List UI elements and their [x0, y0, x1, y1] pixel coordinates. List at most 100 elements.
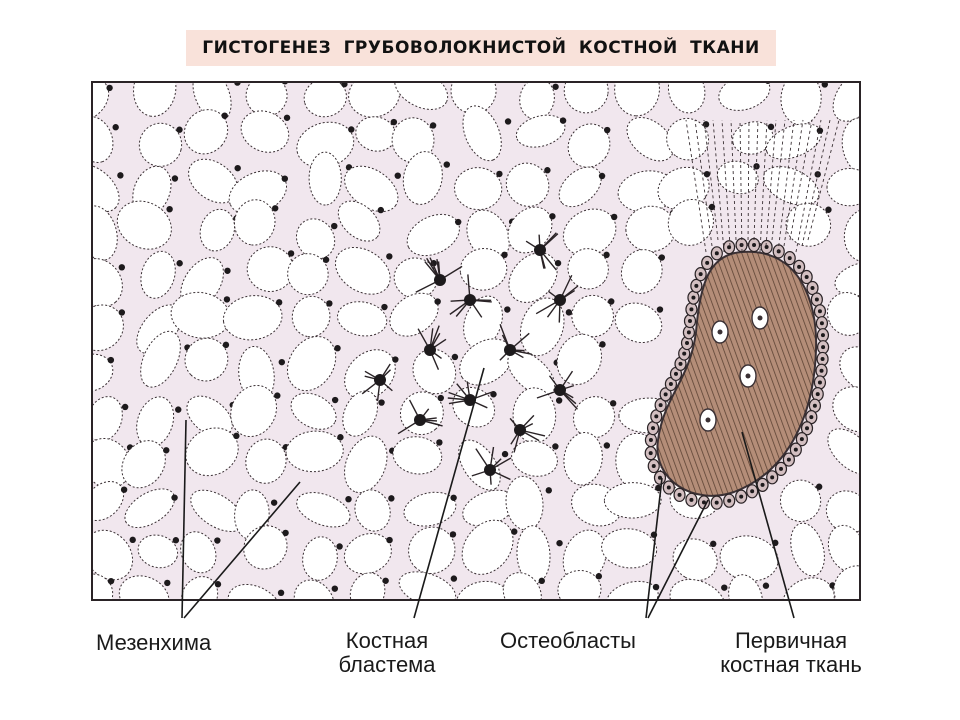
osteoblast-nucleus: [770, 475, 775, 480]
mesenchyme-cell: [291, 295, 331, 338]
mesenchyme-cell: [140, 250, 176, 299]
cell-nucleus: [331, 222, 338, 230]
osteoblast-nucleus: [686, 330, 691, 335]
osteoblast-nucleus: [651, 464, 656, 469]
label-osteoblasts: Остеобласты: [500, 628, 636, 653]
osteoblast-nucleus: [701, 500, 706, 505]
osteoblast-nucleus: [820, 333, 825, 338]
cell-nucleus: [825, 206, 832, 213]
cell-nucleus: [652, 583, 660, 591]
leader-mesenchyme-2: [183, 481, 301, 619]
cell-nucleus: [221, 112, 228, 119]
cell-nucleus: [434, 298, 441, 305]
osteoblast-nucleus: [673, 371, 678, 376]
osteocyte: [757, 315, 763, 321]
mesenchyme-cell: [827, 428, 860, 475]
fiber: [739, 119, 743, 253]
mesenchyme-cell: [511, 440, 558, 477]
fiber: [789, 119, 813, 241]
label-mesenchyme: Мезенхима: [96, 630, 212, 655]
mesenchyme-cell: [785, 202, 832, 247]
mesenchyme-cell: [826, 292, 860, 336]
cell-nucleus: [437, 394, 444, 402]
cell-nucleus: [287, 250, 295, 257]
mesenchyme-cell: [246, 246, 294, 292]
cell-nucleus: [275, 299, 283, 306]
osteocyte: [717, 329, 723, 335]
osteocyte: [705, 417, 711, 423]
cell-nucleus: [886, 218, 892, 224]
mesenchyme-cell: [92, 205, 118, 261]
cell-nucleus: [880, 352, 886, 358]
osteoblast-nucleus: [666, 485, 671, 490]
mesenchyme-cell: [402, 151, 443, 205]
cell-nucleus: [223, 296, 231, 303]
osteoblast-nucleus: [678, 361, 683, 366]
cell-nucleus: [377, 206, 385, 214]
cell-nucleus: [282, 529, 289, 537]
osteoblast-nucleus: [658, 403, 663, 408]
osteoblast-nucleus: [727, 498, 732, 503]
mesenchyme-cell: [354, 489, 391, 532]
mesenchyme-cell: [92, 116, 114, 163]
cell-nucleus: [390, 118, 398, 126]
mesenchyme-cell: [337, 301, 388, 337]
cell-nucleus: [875, 570, 881, 576]
mesenchyme-cell: [841, 117, 860, 177]
cell-nucleus: [107, 356, 115, 364]
mesenchyme-cell: [302, 536, 338, 581]
cell-nucleus: [608, 298, 615, 305]
cell-nucleus: [866, 171, 872, 177]
cell-nucleus: [702, 121, 710, 128]
mesenchyme-cell: [606, 580, 659, 600]
cell-nucleus: [504, 306, 511, 313]
mesenchyme-cell: [614, 82, 660, 117]
blastema-cell: [424, 344, 436, 356]
cell-nucleus: [112, 124, 119, 131]
cell-nucleus: [504, 118, 512, 125]
osteoblast-nucleus: [812, 403, 817, 408]
mesenchyme-cell: [507, 206, 553, 254]
mesenchyme-cell: [285, 430, 344, 473]
fiber: [759, 119, 768, 253]
cell-nucleus: [120, 486, 128, 493]
blastema-cell: [414, 414, 426, 426]
leader-blastema: [413, 367, 485, 619]
osteocyte-lacunae: [699, 306, 769, 432]
mesenchyme-cell: [563, 82, 609, 114]
osteoblast-nucleus: [819, 321, 824, 326]
mesenchyme-cell: [342, 390, 379, 437]
mesenchyme-cell: [563, 432, 603, 486]
mesenchyme-cell: [461, 519, 514, 575]
cell-nucleus: [501, 251, 508, 259]
mesenchyme-cell: [790, 522, 825, 577]
osteoblast-nucleus: [778, 466, 783, 471]
cell-nucleus: [348, 126, 355, 133]
cell-nucleus: [704, 75, 710, 81]
mesenchyme-cell: [672, 538, 718, 581]
bone-matrix: [656, 250, 818, 497]
mesenchyme-cell: [183, 109, 229, 155]
cell-nucleus: [436, 439, 443, 446]
cell-nucleus: [444, 73, 450, 79]
mesenchyme-cell: [92, 164, 120, 213]
mesenchyme-cell: [138, 122, 183, 167]
mesenchyme-cell: [230, 384, 277, 438]
label-bone-blastema-line1: Костная: [345, 628, 429, 653]
fiber: [730, 119, 737, 241]
mesenchyme-cell: [137, 534, 179, 569]
mesenchyme-cell: [558, 166, 602, 208]
mesenchyme-cell: [782, 577, 835, 600]
cell-nucleus: [334, 344, 341, 352]
mesenchyme-cell: [625, 205, 677, 253]
osteoblast-nucleus: [793, 447, 798, 452]
cell-nucleus: [863, 296, 869, 302]
cell-nucleus: [455, 218, 462, 226]
cell-nucleus: [386, 536, 393, 544]
cell-nucleus: [658, 70, 664, 76]
cell-nucleus: [449, 531, 457, 538]
cell-nucleus: [121, 403, 129, 411]
cell-nucleus: [171, 494, 178, 501]
mesenchyme-cell: [233, 199, 276, 246]
